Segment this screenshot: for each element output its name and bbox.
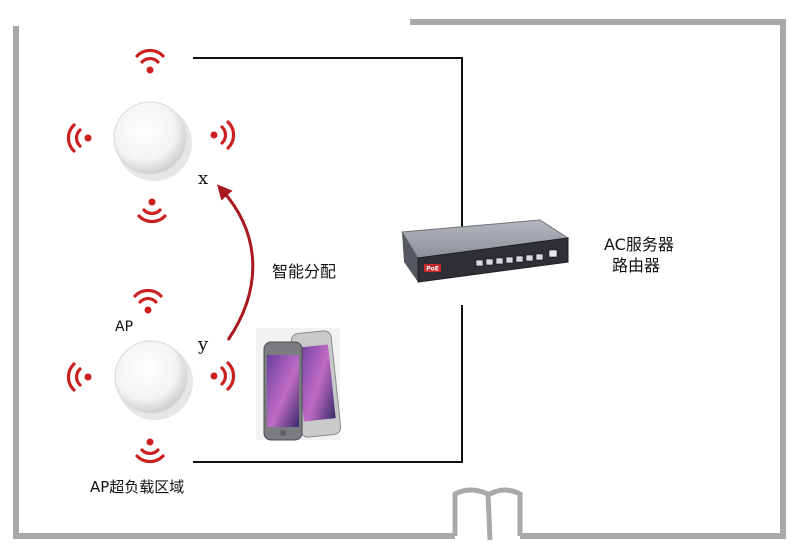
poe-switch: PoE (401, 219, 570, 283)
smartphones (256, 328, 342, 441)
door-opening (452, 487, 523, 541)
network-cables (193, 57, 463, 463)
allocation-arrow (217, 184, 255, 341)
wifi-signal-icon (66, 123, 92, 153)
wifi-signal-icon (210, 361, 236, 391)
wifi-signal-icon (66, 362, 92, 392)
label-point-y: y (198, 334, 209, 355)
poe-logo: PoE (424, 264, 441, 273)
smartphone-back (290, 330, 342, 438)
switch-ports (475, 253, 544, 267)
access-point-body (113, 101, 187, 175)
label-ap: AP (115, 319, 134, 335)
wifi-signal-icon (133, 288, 163, 314)
switch-side-face (402, 232, 418, 282)
smartphone-front (263, 341, 303, 441)
cable-top (193, 57, 463, 228)
wifi-signal-icon (135, 48, 165, 74)
wifi-signal-icon (135, 438, 165, 464)
room-walls (13, 19, 786, 541)
label-overload-zone: AP超负载区域 (90, 478, 185, 496)
cable-bottom (193, 305, 463, 463)
wifi-signal-icon (137, 198, 167, 224)
uplink-port (548, 249, 558, 258)
access-point-y (66, 288, 236, 464)
label-smart-allocation: 智能分配 (272, 262, 337, 281)
label-point-x: x (198, 168, 209, 189)
label-router: 路由器 (612, 256, 661, 275)
label-ac-server: AC服务器 (604, 235, 674, 254)
access-point-body (114, 340, 188, 414)
access-point-x (66, 48, 236, 224)
room-outline (13, 19, 786, 539)
svg-text:PoE: PoE (426, 266, 439, 273)
wifi-signal-icon (210, 120, 236, 150)
